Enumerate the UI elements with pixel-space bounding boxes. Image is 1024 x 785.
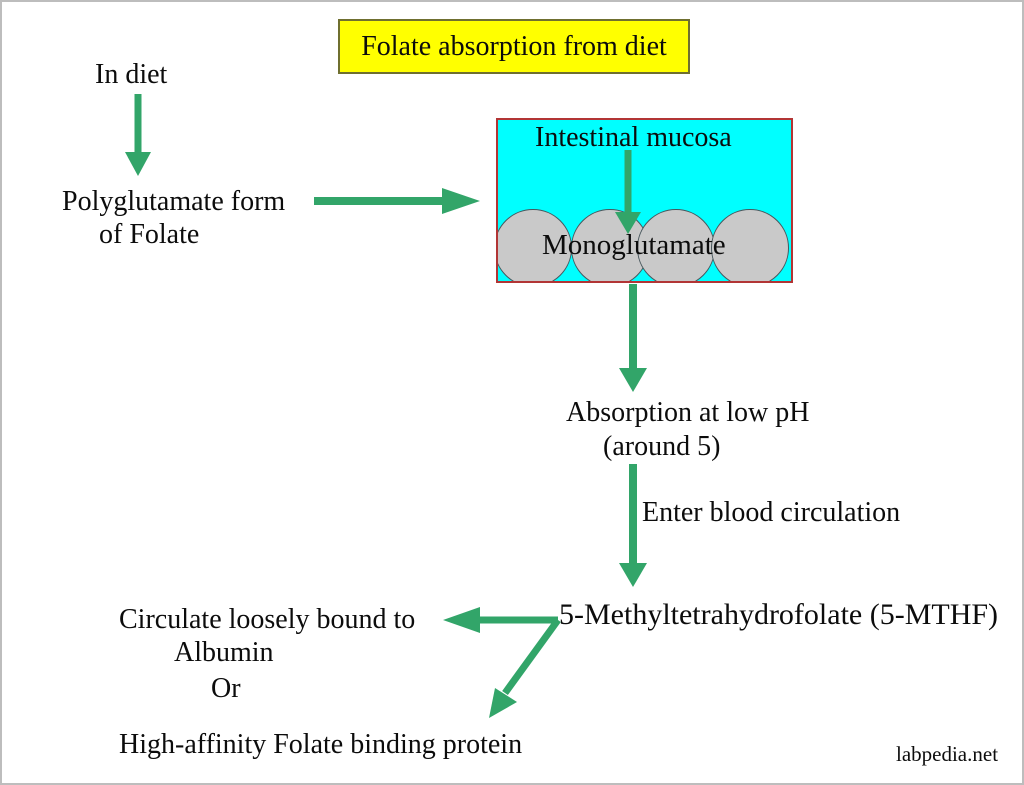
watermark-labpedia: labpedia.net (896, 742, 999, 766)
node-absorption-line1: Absorption at low pH (566, 397, 810, 428)
node-polyglutamate-line1: Polyglutamate form (62, 186, 286, 217)
node-absorption-line2: (around 5) (603, 431, 721, 462)
monoglutamate-circle-4 (711, 209, 789, 281)
monoglutamate-circle-3 (637, 209, 715, 281)
monoglutamate-circle-1 (498, 209, 572, 281)
node-5-mthf: 5-Methyltetrahydrofolate (5-MTHF) (559, 598, 999, 631)
diagram-title: Folate absorption from diet (361, 30, 667, 62)
node-polyglutamate-line2: of Folate (99, 219, 200, 250)
node-enter-blood-circulation: Enter blood circulation (642, 497, 901, 528)
arrow-indiet-to-polyglutamate-head (125, 152, 151, 176)
node-intestinal-mucosa-label: Intestinal mucosa (535, 122, 732, 153)
node-circulate-line1: Circulate loosely bound to (119, 604, 416, 635)
arrow-polyglutamate-to-mucosa-head (442, 188, 480, 214)
node-albumin: Albumin (174, 637, 274, 668)
arrow-box-to-absorption-head (619, 368, 647, 392)
node-high-affinity-protein: High-affinity Folate binding protein (119, 729, 523, 760)
node-monoglutamate-label: Monoglutamate (542, 229, 726, 261)
node-in-diet: In diet (95, 59, 168, 90)
arrow-absorption-to-mthf-head (619, 563, 647, 587)
arrow-mthf-to-highaffinity-head (489, 688, 517, 718)
arrow-mthf-to-circulate-head (443, 607, 480, 633)
arrow-mthf-to-highaffinity-shaft (502, 617, 561, 696)
title-box: Folate absorption from diet (338, 19, 690, 74)
node-or: Or (211, 673, 241, 704)
